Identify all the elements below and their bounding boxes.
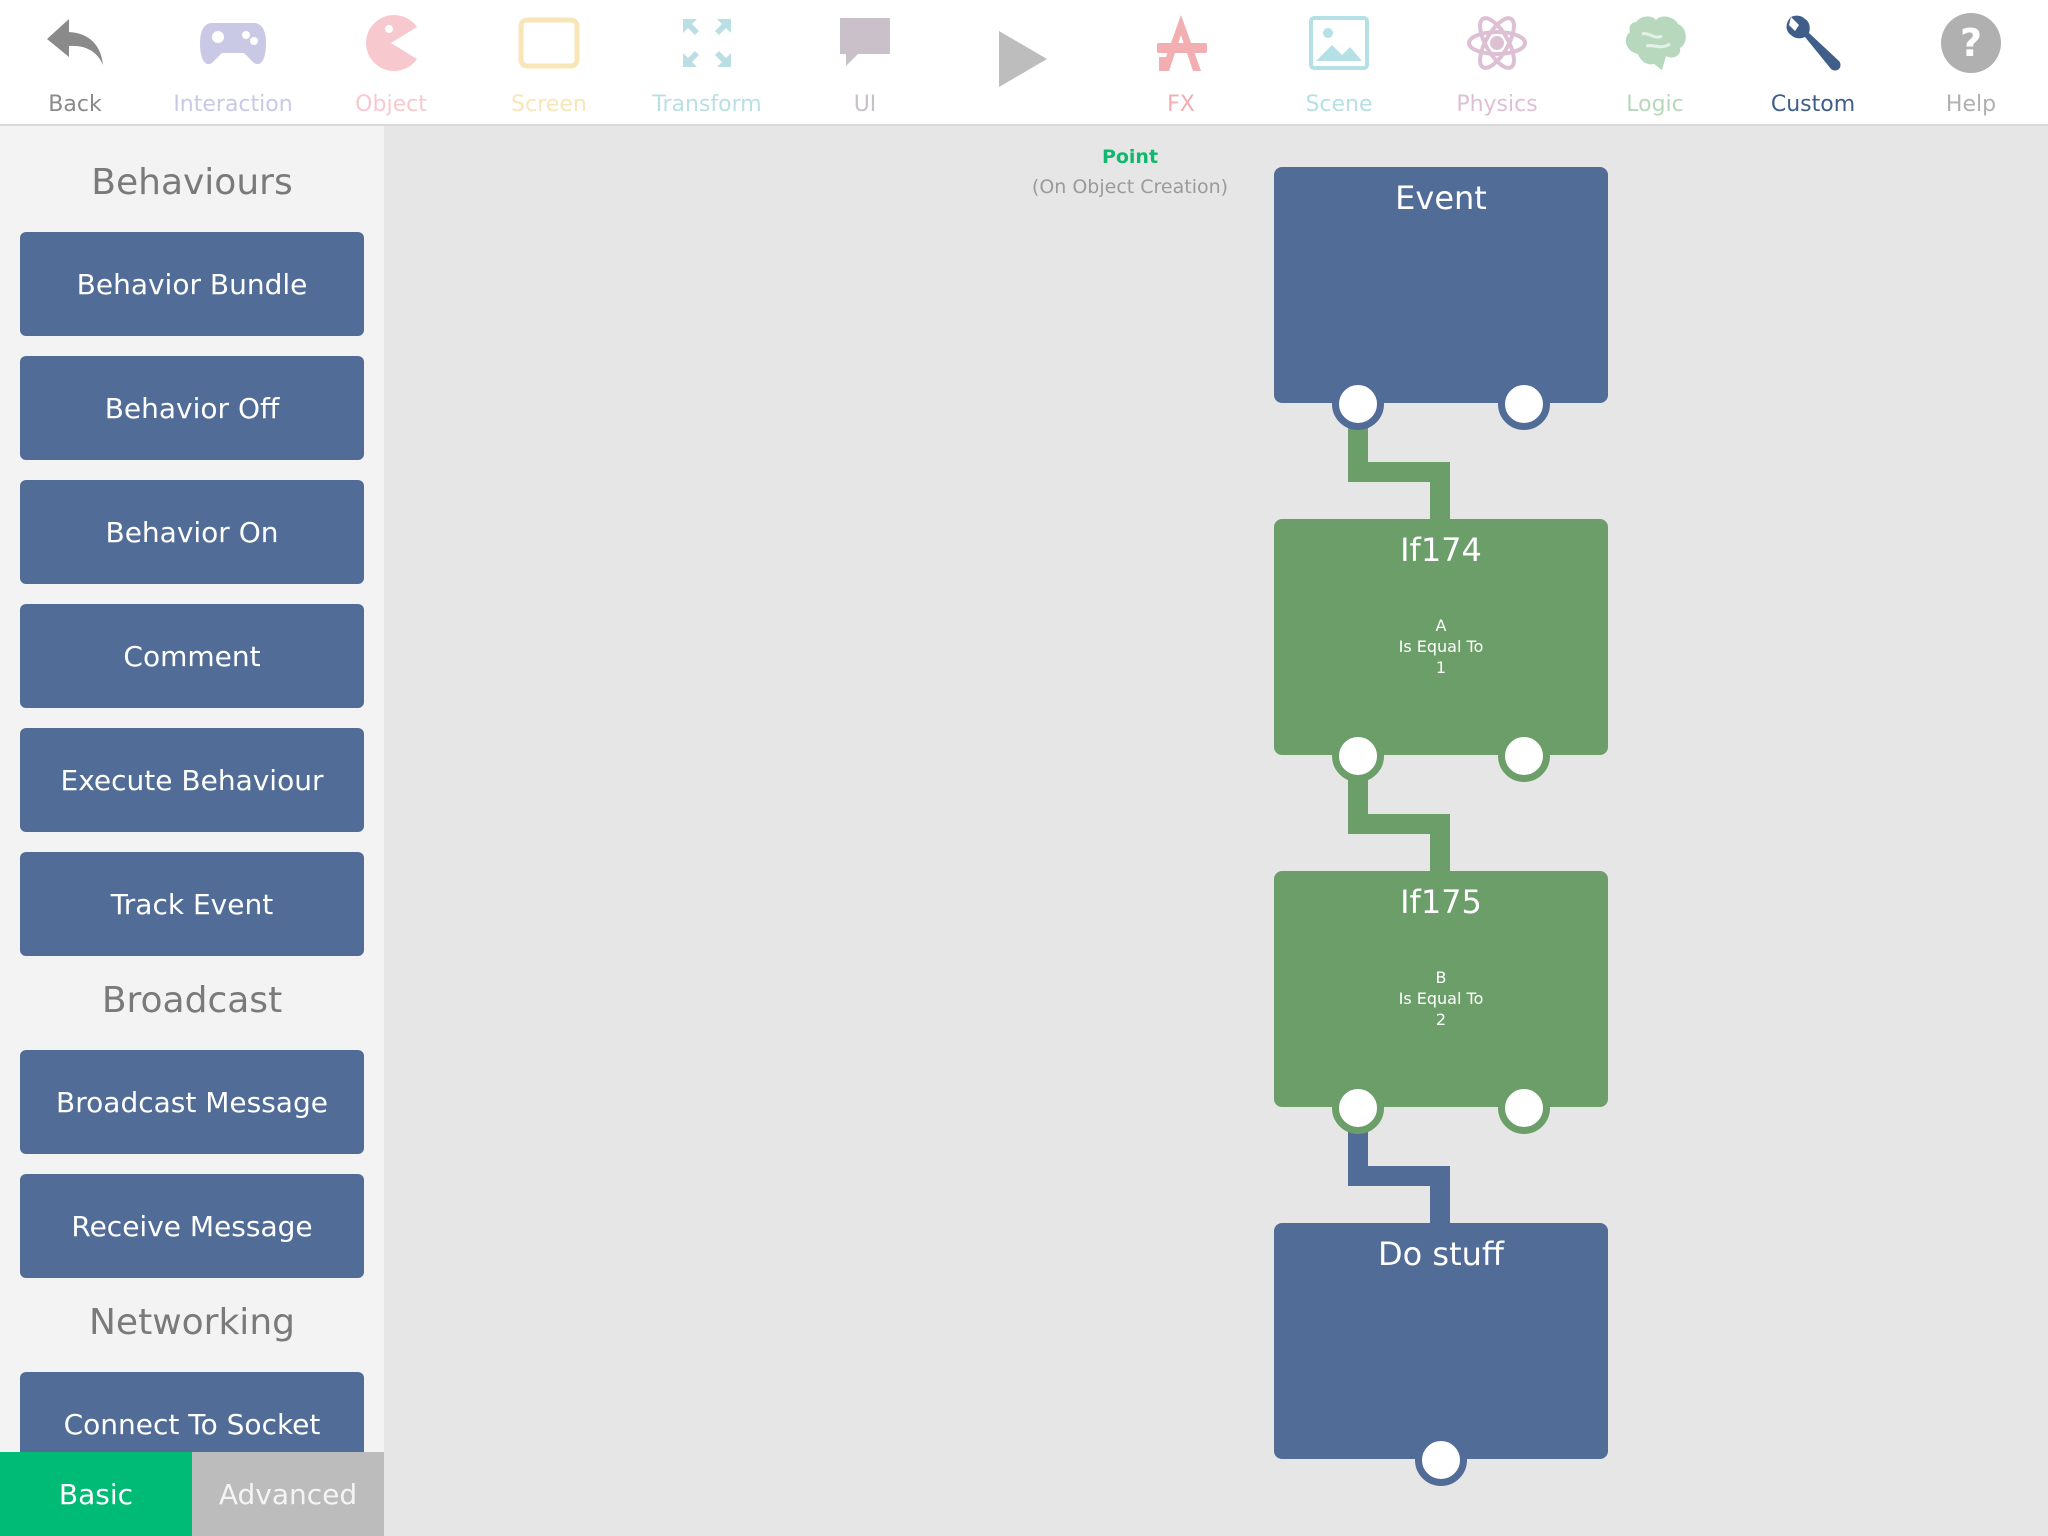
help-button[interactable]: ? Help — [1896, 0, 2046, 124]
node-title: If175 — [1400, 883, 1482, 921]
broadcast-message-button[interactable]: Broadcast Message — [20, 1050, 364, 1154]
receive-message-button[interactable]: Receive Message — [20, 1174, 364, 1278]
section-title-networking: Networking — [89, 1302, 295, 1343]
brain-icon — [1615, 8, 1695, 78]
play-button[interactable] — [948, 0, 1098, 124]
scene-button[interactable]: Scene — [1264, 0, 1414, 124]
section-title-broadcast: Broadcast — [101, 980, 283, 1021]
screen-button[interactable]: Screen — [474, 0, 624, 124]
svg-text:?: ? — [1960, 21, 1982, 65]
if174-output-false-connector[interactable] — [1498, 730, 1550, 782]
behavior-bundle-button[interactable]: Behavior Bundle — [20, 232, 364, 336]
node-do-stuff[interactable]: Do stuff — [1274, 1223, 1608, 1459]
screen-icon — [509, 8, 589, 78]
behavior-on-button[interactable]: Behavior On — [20, 480, 364, 584]
node-condition: A Is Equal To 1 — [1274, 615, 1608, 678]
behavior-off-button[interactable]: Behavior Off — [20, 356, 364, 460]
advanced-mode-tab[interactable]: Advanced — [192, 1452, 384, 1536]
event-output-false-connector[interactable] — [1498, 378, 1550, 430]
track-event-button[interactable]: Track Event — [20, 852, 364, 956]
if175-output-false-connector[interactable] — [1498, 1082, 1550, 1134]
event-output-true-connector[interactable] — [1332, 378, 1384, 430]
basic-mode-tab[interactable]: Basic — [0, 1452, 192, 1536]
interaction-button[interactable]: Interaction — [158, 0, 308, 124]
physics-button[interactable]: Physics — [1422, 0, 1572, 124]
condition-operand-b: 2 — [1435, 1010, 1447, 1029]
node-title: If174 — [1400, 531, 1482, 569]
node-if175[interactable]: If175 B Is Equal To 2 — [1274, 871, 1608, 1107]
wire-event-to-if174 — [1348, 404, 1450, 520]
node-title: Event — [1395, 179, 1487, 217]
if174-output-true-connector[interactable] — [1332, 730, 1384, 782]
if175-output-true-connector[interactable] — [1332, 1082, 1384, 1134]
object-event: (On Object Creation) — [1031, 176, 1229, 198]
behaviour-sidebar[interactable]: Behaviours Behavior Bundle Behavior Off … — [0, 126, 384, 1536]
wire-if175-to-dostuff — [1348, 1108, 1450, 1224]
condition-operator: Is Equal To — [1398, 637, 1484, 656]
atom-icon — [1457, 8, 1537, 78]
execute-behaviour-button[interactable]: Execute Behaviour — [20, 728, 364, 832]
node-condition: B Is Equal To 2 — [1274, 967, 1608, 1030]
back-button[interactable]: Back — [0, 0, 150, 124]
comment-button[interactable]: Comment — [20, 604, 364, 708]
logic-button[interactable]: Logic — [1580, 0, 1730, 124]
expand-arrows-icon — [667, 8, 747, 78]
object-name: Point — [1101, 146, 1159, 168]
play-icon — [983, 24, 1063, 94]
transform-button[interactable]: Transform — [632, 0, 782, 124]
speech-bubble-icon — [825, 8, 905, 78]
wire-if174-to-if175 — [1348, 756, 1450, 872]
wrench-icon — [1773, 8, 1853, 78]
fx-button[interactable]: FX — [1106, 0, 1256, 124]
gamepad-icon — [193, 8, 273, 78]
fx-tools-icon — [1141, 8, 1221, 78]
ui-button[interactable]: UI — [790, 0, 940, 124]
condition-operator: Is Equal To — [1398, 989, 1484, 1008]
node-if174[interactable]: If174 A Is Equal To 1 — [1274, 519, 1608, 755]
do-stuff-output-connector[interactable] — [1415, 1434, 1467, 1486]
pacman-icon — [351, 8, 431, 78]
image-icon — [1299, 8, 1379, 78]
node-event[interactable]: Event — [1274, 167, 1608, 403]
custom-button[interactable]: Custom — [1738, 0, 1888, 124]
object-button[interactable]: Object — [316, 0, 466, 124]
condition-operand-a: A — [1435, 616, 1447, 635]
condition-operand-b: 1 — [1435, 658, 1447, 677]
node-title: Do stuff — [1378, 1235, 1504, 1273]
back-arrow-icon — [35, 8, 115, 78]
help-icon: ? — [1931, 8, 2011, 78]
section-title-behaviours: Behaviours — [91, 162, 293, 203]
condition-operand-a: B — [1435, 968, 1447, 987]
toolbar: Back Interaction Object Screen Transform… — [0, 0, 2048, 126]
